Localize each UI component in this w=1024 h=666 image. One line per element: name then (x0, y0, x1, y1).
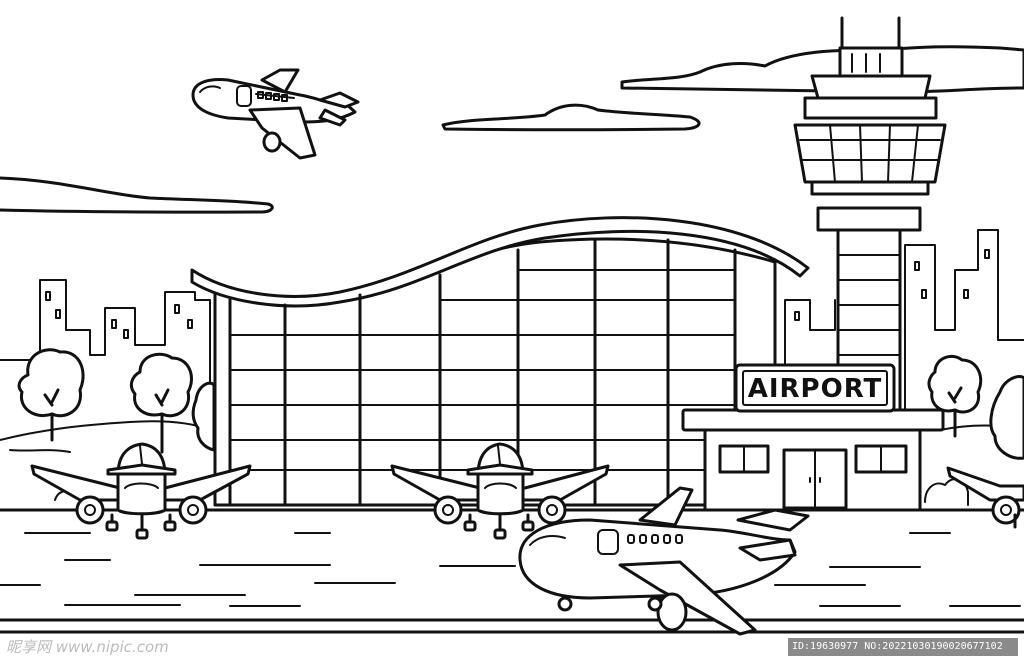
watermark-left: 昵享网 www.nipic.com (6, 638, 169, 656)
airport-sign-text: AIRPORT (748, 374, 883, 404)
tree-right-1 (927, 355, 983, 438)
plane-parked-middle (390, 442, 610, 540)
tree-right-2 (989, 375, 1024, 460)
terminal-building (190, 216, 810, 507)
plane-parked-right (946, 466, 1024, 529)
airport-sign: AIRPORT (734, 363, 896, 413)
tree-left-2 (129, 352, 193, 454)
airport-office (681, 408, 945, 512)
watermark-right: ID:19630977 NO:20221030190020677102 (788, 638, 1018, 656)
tree-left-3 (191, 381, 216, 452)
city-skyline-right (784, 229, 1024, 421)
plane-parked-left (30, 442, 252, 540)
cloud-middle (441, 103, 701, 132)
control-tower (793, 16, 947, 412)
hill-left (0, 420, 213, 453)
plane-taxiing (518, 486, 810, 636)
plane-flying (191, 68, 360, 160)
tree-left-1 (17, 348, 85, 442)
runway (0, 508, 1024, 634)
city-skyline-left (0, 279, 211, 421)
cloud-left (0, 176, 274, 214)
